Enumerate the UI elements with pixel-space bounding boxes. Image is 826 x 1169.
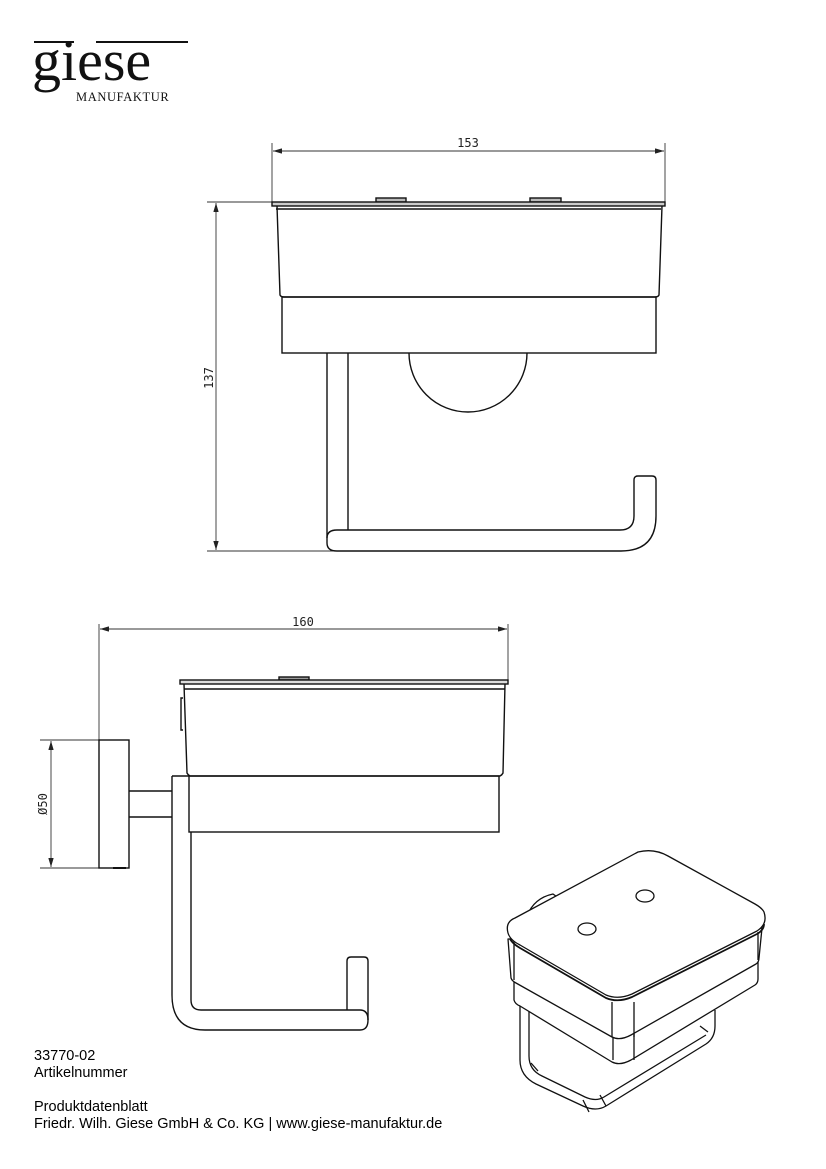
- document-type: Produktdatenblatt: [34, 1099, 148, 1115]
- lower-box-side: [188, 775, 500, 833]
- logo-rule-right: [96, 41, 188, 43]
- dimension-depth-160: [98, 624, 509, 740]
- dimension-label-width: 153: [457, 136, 479, 150]
- article-number: 33770-02: [34, 1048, 96, 1064]
- upper-box-side: [183, 683, 506, 777]
- logo-rule-left: [34, 41, 74, 43]
- dimension-rosette-50: [40, 739, 99, 869]
- paper-holder-bar-side: [171, 776, 369, 1031]
- logo-wordmark: giese: [32, 28, 152, 93]
- dimension-height-137: [207, 201, 340, 552]
- wall-rosette-side: [98, 739, 130, 869]
- side-view: 160 Ø50: [36, 615, 509, 1031]
- paper-holder-bar: [326, 475, 657, 552]
- front-view: 153 137: [202, 136, 666, 552]
- wall-rosette-arc: [408, 352, 528, 413]
- lid-plate: [271, 201, 666, 207]
- article-number-label: Artikelnummer: [34, 1065, 128, 1081]
- dimension-width-153: [271, 143, 666, 202]
- brand-logo: giese MANUFAKTUR: [32, 32, 188, 108]
- lower-box: [281, 296, 657, 354]
- company-line: Friedr. Wilh. Giese GmbH & Co. KG | www.…: [34, 1116, 443, 1132]
- lid-plate-side: [179, 679, 509, 685]
- dimension-label-depth: 160: [292, 615, 314, 629]
- dimension-label-height: 137: [202, 367, 216, 389]
- upper-box: [276, 205, 663, 298]
- dimension-label-rosette: Ø50: [36, 793, 50, 815]
- isometric-view: [506, 850, 766, 1113]
- logo-subtitle: MANUFAKTUR: [76, 90, 170, 104]
- footer: 33770-02 Artikelnummer Produktdatenblatt…: [34, 1048, 442, 1133]
